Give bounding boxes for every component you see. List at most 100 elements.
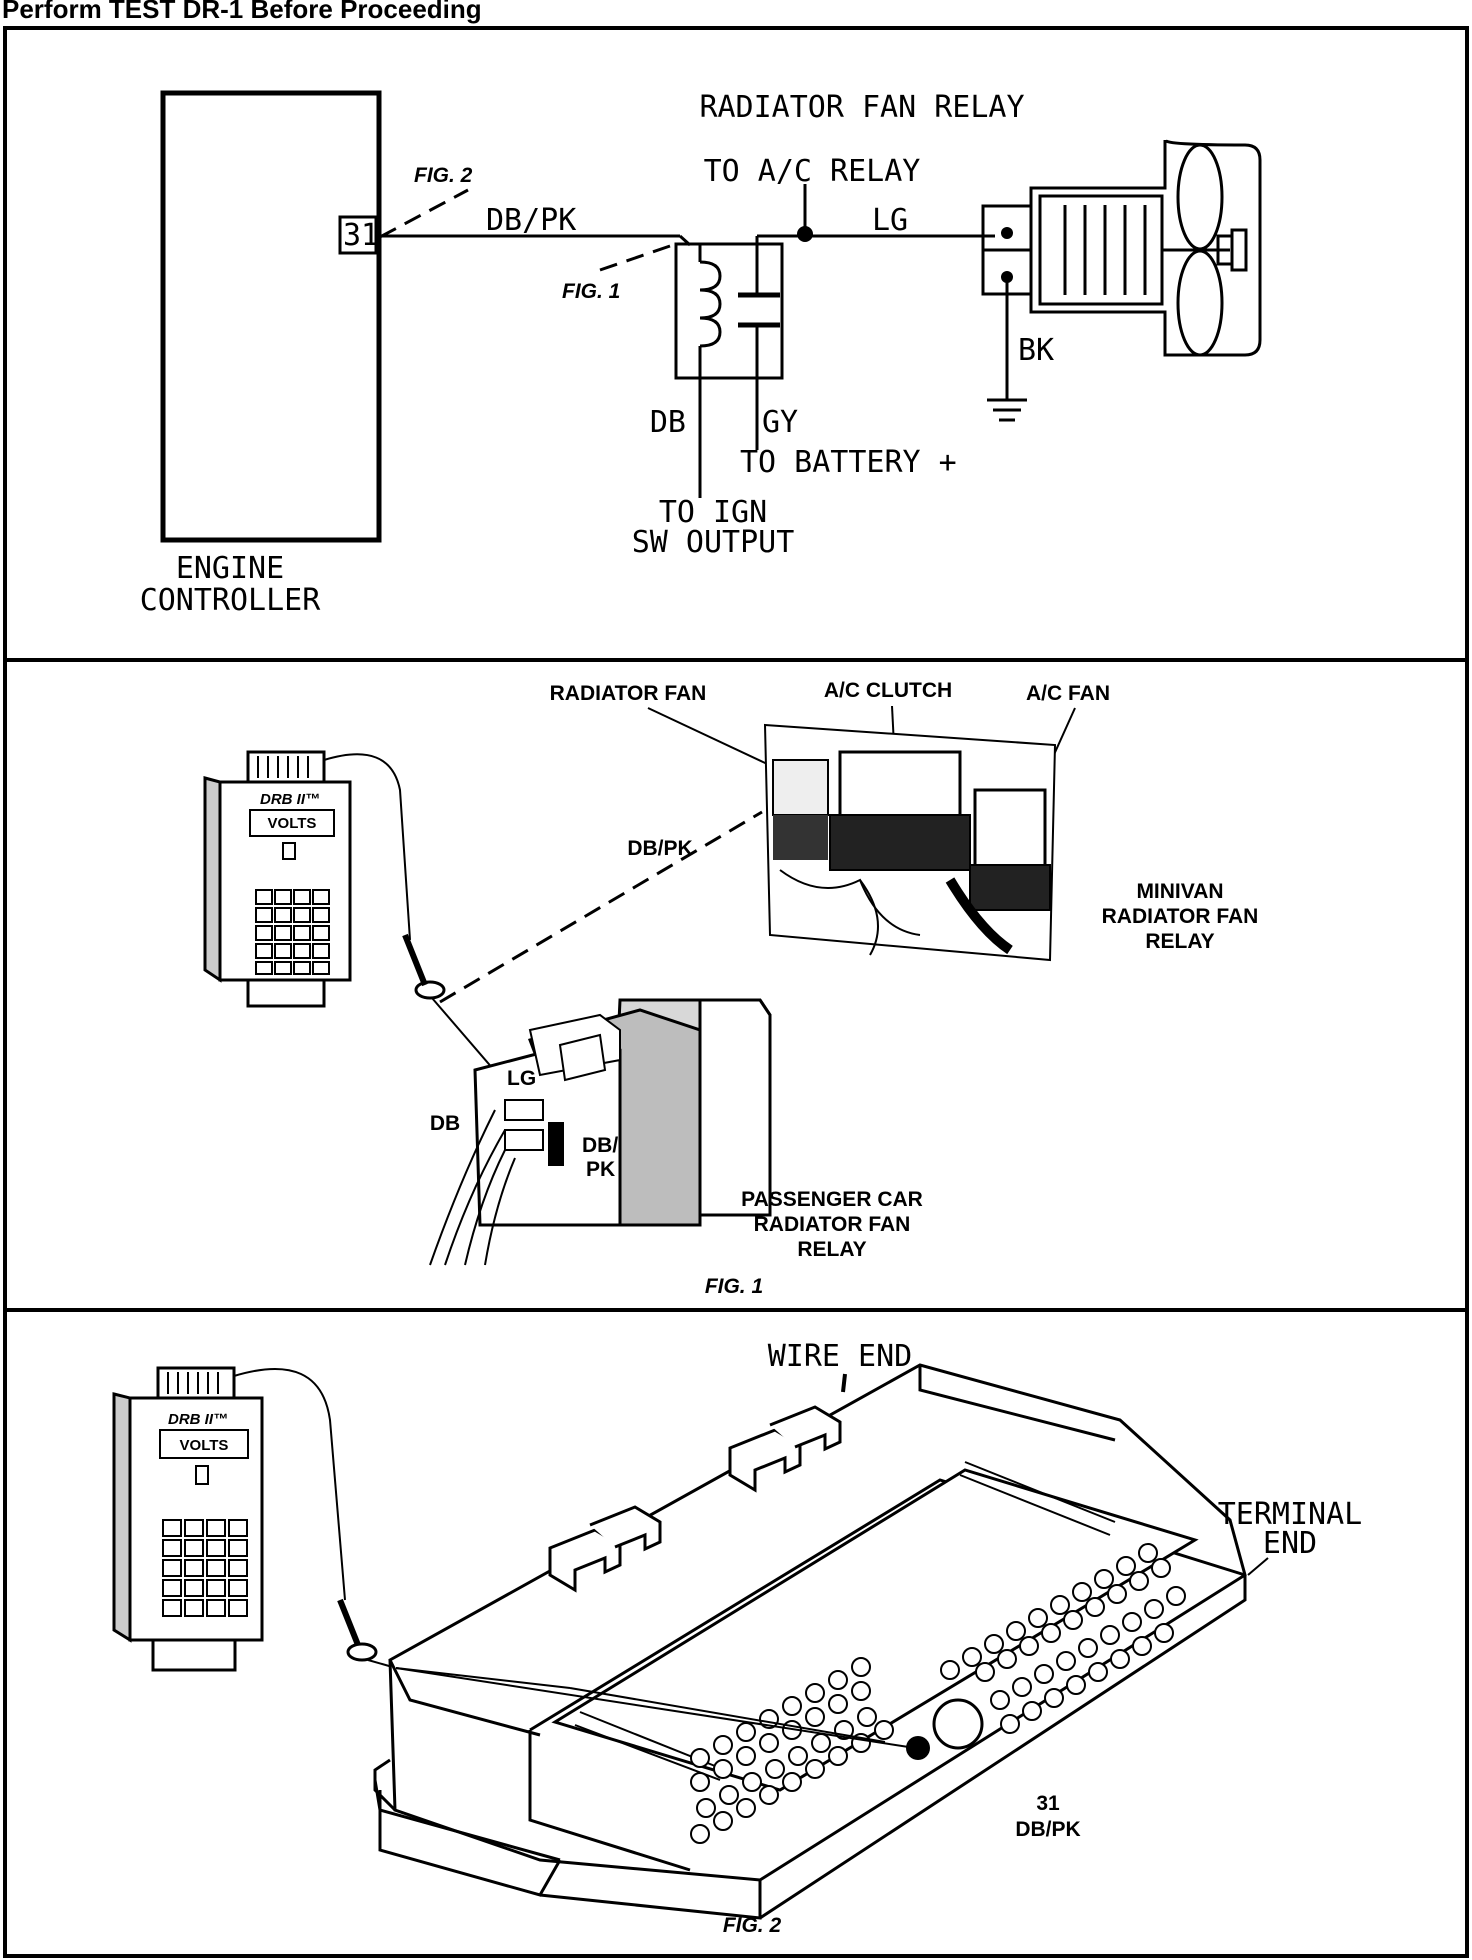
terminal-cavity xyxy=(1063,1610,1083,1630)
fig2-callout-line xyxy=(379,188,469,239)
terminal-cavity xyxy=(811,1733,831,1753)
connector-key-hole xyxy=(932,1698,984,1750)
pin-number-label: 31 xyxy=(1036,1792,1060,1815)
relay-label-dbpk-1: DB/ xyxy=(582,1134,618,1157)
fig1-dashed-link xyxy=(439,810,763,1004)
terminal-cavity xyxy=(696,1798,716,1818)
terminal-cavity xyxy=(742,1772,762,1792)
terminal-cavity xyxy=(828,1670,848,1690)
fig2-panel: DRB II™ VOLTS xyxy=(112,1339,1363,1937)
terminal-cavity xyxy=(1022,1701,1042,1721)
terminal-cavity xyxy=(1094,1569,1114,1589)
label-dbpk-minivan: DB/PK xyxy=(627,837,692,860)
to-ac-relay-label: TO A/C RELAY xyxy=(704,154,921,189)
probe-handle xyxy=(402,933,428,987)
terminal-cavity xyxy=(828,1746,848,1766)
passenger-relay-illustration xyxy=(429,998,772,1266)
relay-label-lg: LG xyxy=(507,1067,536,1090)
terminal-cavity xyxy=(1100,1625,1120,1645)
terminal-end-label-2: END xyxy=(1263,1526,1317,1561)
drb-tester-icon: DRB II™ VOLTS xyxy=(203,750,352,1008)
terminal-cavity xyxy=(713,1811,733,1831)
relay-label-dbpk-2: PK xyxy=(586,1158,615,1181)
wire-end-label: WIRE END xyxy=(768,1339,913,1374)
passenger-label-1: PASSENGER CAR xyxy=(741,1188,923,1211)
terminal-cavity xyxy=(1019,1636,1039,1656)
outer-frame xyxy=(3,26,1469,1958)
to-ign-label-2: SW OUTPUT xyxy=(632,525,795,560)
controller-label-2: CONTROLLER xyxy=(140,583,322,618)
terminal-cavity xyxy=(1028,1608,1048,1628)
terminal-cavity xyxy=(736,1798,756,1818)
terminal-cavity xyxy=(1107,1584,1127,1604)
minivan-label-3: RELAY xyxy=(1145,930,1214,953)
minivan-label-2: RADIATOR FAN xyxy=(1102,905,1259,928)
terminal-cavity xyxy=(828,1694,848,1714)
terminal-end-label-1: TERMINAL xyxy=(1218,1497,1363,1532)
terminal-cavity xyxy=(719,1785,739,1805)
fig1-callout: FIG. 1 xyxy=(562,280,620,303)
terminal-cavity xyxy=(851,1681,871,1701)
fig1-panel: DRB II™ VOLTS RADIATOR FAN A/C CLUTCH A/… xyxy=(203,679,1259,1298)
terminal-cavity xyxy=(984,1634,1004,1654)
lg-wire-label: LG xyxy=(872,203,908,238)
terminal-cavity xyxy=(1078,1638,1098,1658)
relay-body xyxy=(674,242,784,380)
terminal-cavity xyxy=(805,1759,825,1779)
pin-31-label: 31 xyxy=(343,218,379,253)
drb-tester-icon-2: DRB II™ VOLTS xyxy=(112,1366,264,1672)
terminal-cavity xyxy=(997,1649,1017,1669)
bk-wire-label: BK xyxy=(1018,333,1054,368)
terminal-cavity xyxy=(1151,1558,1171,1578)
fig1-callout-line xyxy=(599,244,671,272)
terminal-cavity xyxy=(1056,1651,1076,1671)
probe-lead-2 xyxy=(233,1368,346,1601)
terminal-cavity xyxy=(1129,1571,1149,1591)
terminal-cavity xyxy=(736,1746,756,1766)
relay-label-db: DB xyxy=(430,1112,460,1135)
terminal-cavity xyxy=(857,1707,877,1727)
schematic-title: RADIATOR FAN RELAY xyxy=(699,90,1024,125)
schematic-panel: 31 ENGINE CONTROLLER RADIATOR FAN RELAY … xyxy=(140,90,1262,618)
terminal-cavity xyxy=(713,1759,733,1779)
label-ac-fan: A/C FAN xyxy=(1026,682,1110,705)
label-radiator-fan: RADIATOR FAN xyxy=(550,682,707,705)
terminal-cavity xyxy=(1012,1677,1032,1697)
terminal-cavity xyxy=(765,1759,785,1779)
terminal-cavity xyxy=(1000,1714,1020,1734)
terminal-cavity xyxy=(1116,1556,1136,1576)
relay-coil xyxy=(699,260,722,348)
terminal-cavity xyxy=(782,1772,802,1792)
terminal-cavity xyxy=(805,1683,825,1703)
controller-label-1: ENGINE xyxy=(176,551,284,586)
radiator-fan-motor-icon xyxy=(981,138,1262,357)
terminal-cavity xyxy=(1041,1623,1061,1643)
terminal-cavity xyxy=(690,1748,710,1768)
engine-controller-box xyxy=(160,90,382,543)
gy-wire-label: GY xyxy=(762,405,798,440)
passenger-label-3: RELAY xyxy=(797,1238,866,1261)
terminal-cavity xyxy=(1044,1688,1064,1708)
terminal-cavity xyxy=(759,1733,779,1753)
pin-color-label: DB/PK xyxy=(1015,1818,1080,1841)
engine-controller-connector xyxy=(373,1363,1247,1920)
terminal-cavity xyxy=(940,1660,960,1680)
probe-lead xyxy=(323,753,411,941)
terminal-cavity xyxy=(1034,1664,1054,1684)
terminal-cavity xyxy=(690,1824,710,1844)
terminal-cavities xyxy=(690,1543,1186,1844)
terminal-cavity xyxy=(1088,1662,1108,1682)
terminal-cavity xyxy=(851,1657,871,1677)
page-header: Perform TEST DR-1 Before Proceeding xyxy=(2,0,482,24)
label-ac-clutch: A/C CLUTCH xyxy=(824,679,952,702)
terminal-cavity xyxy=(805,1707,825,1727)
tester-display-2: VOLTS xyxy=(180,1437,229,1454)
minivan-label-1: MINIVAN xyxy=(1136,880,1223,903)
terminal-cavity xyxy=(1085,1597,1105,1617)
terminal-cavity xyxy=(690,1772,710,1792)
terminal-cavity xyxy=(713,1735,733,1755)
minivan-relay-illustration xyxy=(763,723,1057,962)
terminal-cavity xyxy=(874,1720,894,1740)
terminal-cavity xyxy=(1006,1621,1026,1641)
